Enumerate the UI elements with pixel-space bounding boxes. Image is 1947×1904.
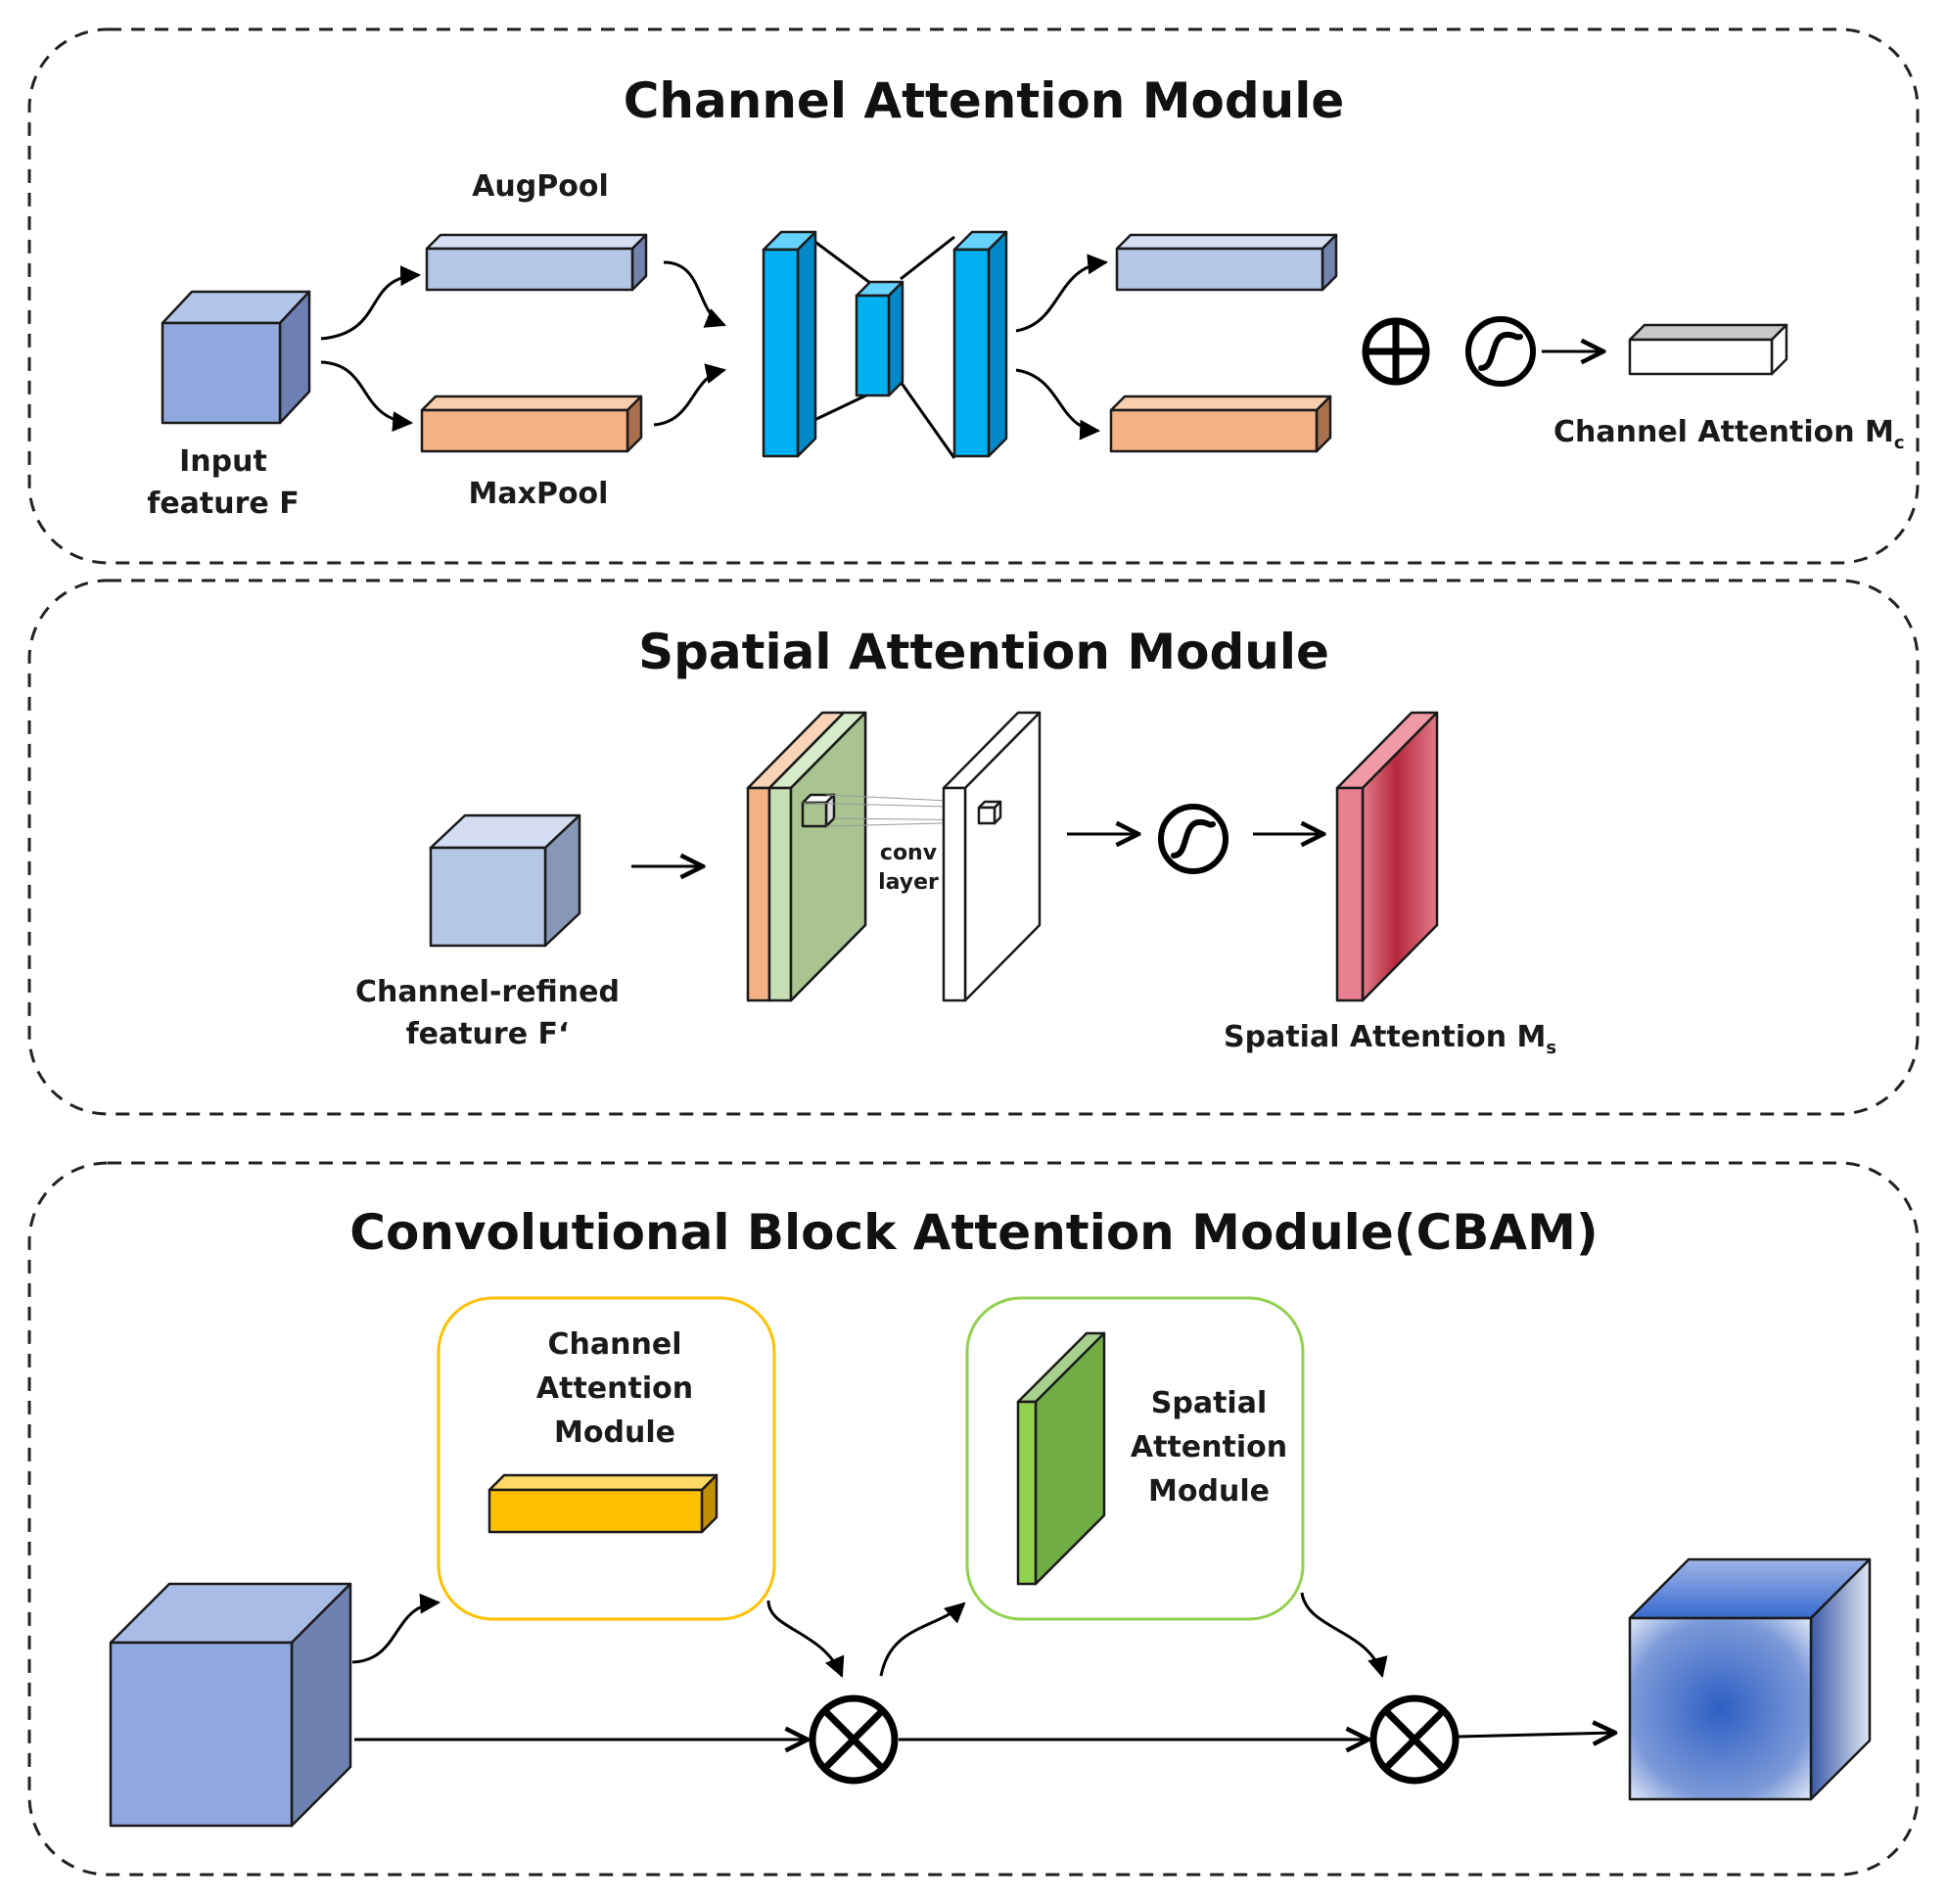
input-feature-label: Input — [179, 444, 267, 479]
cbam-channel-attention-box — [437, 1296, 776, 1621]
multiply-icon-1 — [809, 1695, 899, 1785]
channel-panel-title: Channel Attention Module — [624, 72, 1345, 129]
spatial-attention-map — [1335, 711, 1439, 1002]
cbam-channel-box-label-2: Attention — [536, 1371, 693, 1406]
edge-mlp-to-lower-bar — [1015, 368, 1101, 441]
cbam-spatial-box-label-3: Module — [1148, 1474, 1270, 1509]
channel-attention-output-bar — [1628, 323, 1788, 376]
spatial-attention-output-label: Spatial Attention Ms — [1224, 1020, 1556, 1058]
augpool-bar — [425, 233, 648, 292]
edge-mlp-to-upper-bar — [1015, 254, 1109, 333]
edge-input-to-channel-box — [351, 1593, 441, 1664]
cbam-spatial-box-label-2: Attention — [1131, 1430, 1287, 1464]
input-feature-cube — [161, 290, 311, 425]
cbam-channel-box-label-3: Module — [554, 1416, 675, 1450]
edge-spatial-box-to-multiply-2 — [1300, 1592, 1388, 1679]
cbam-refined-output-cube — [1628, 1557, 1872, 1801]
cbam-panel: Convolutional Block Attention Module(CBA… — [27, 1161, 1920, 1877]
channel-attention-output-label: Channel Attention Mc — [1553, 415, 1905, 453]
edge-augpool-to-mlp — [663, 260, 726, 328]
sigmoid-icon — [1465, 316, 1536, 387]
edge-input-to-augpool — [320, 265, 422, 341]
cbam-channel-box-label: Channel — [548, 1327, 682, 1362]
channel-refined-label-2: feature F‘ — [406, 1017, 570, 1051]
spatial-attention-panel: Spatial Attention Module Channel-refined… — [27, 579, 1920, 1116]
cbam-panel-border — [27, 1161, 1920, 1877]
multiply-icon-2 — [1369, 1695, 1460, 1785]
edge-maxpool-to-mlp — [653, 363, 727, 427]
maxpool-bar — [420, 395, 643, 453]
cbam-spatial-box-label: Spatial — [1151, 1386, 1267, 1420]
cbam-spatial-attention-map — [1016, 1331, 1106, 1586]
cbam-input-cube — [109, 1582, 352, 1828]
spatial-panel-title: Spatial Attention Module — [638, 624, 1329, 680]
conv-layer-label: conv — [880, 841, 938, 865]
spatial-panel-border — [27, 579, 1920, 1116]
pooled-feature-maps — [746, 711, 867, 1002]
conv-output-map — [942, 711, 1042, 1002]
mlp-output-bar-top — [1115, 233, 1338, 292]
mlp-output-bar-bottom — [1109, 395, 1332, 453]
input-feature-label-2: feature F — [147, 487, 299, 521]
channel-refined-label: Channel-refined — [355, 975, 620, 1009]
maxpool-label: MaxPool — [469, 477, 609, 511]
augpool-label: AugPool — [472, 169, 609, 204]
conv-layer-label-2: layer — [878, 870, 939, 895]
shared-mlp — [762, 230, 1008, 459]
channel-attention-panel: Channel Attention Module Input feature F… — [27, 27, 1920, 565]
cbam-panel-title: Convolutional Block Attention Module(CBA… — [349, 1204, 1598, 1261]
edge-multiply-1-to-spatial-box — [879, 1602, 966, 1677]
sigmoid-icon-spatial — [1158, 804, 1228, 874]
edge-input-to-maxpool — [320, 360, 414, 433]
channel-panel-border — [27, 27, 1920, 565]
cbam-channel-attention-bar — [487, 1473, 719, 1534]
edge-multiply-2-to-output — [1458, 1733, 1615, 1737]
edge-channel-box-to-multiply-1 — [766, 1600, 845, 1678]
channel-refined-feature-cube — [429, 813, 581, 948]
elementwise-sum-icon — [1362, 317, 1430, 386]
